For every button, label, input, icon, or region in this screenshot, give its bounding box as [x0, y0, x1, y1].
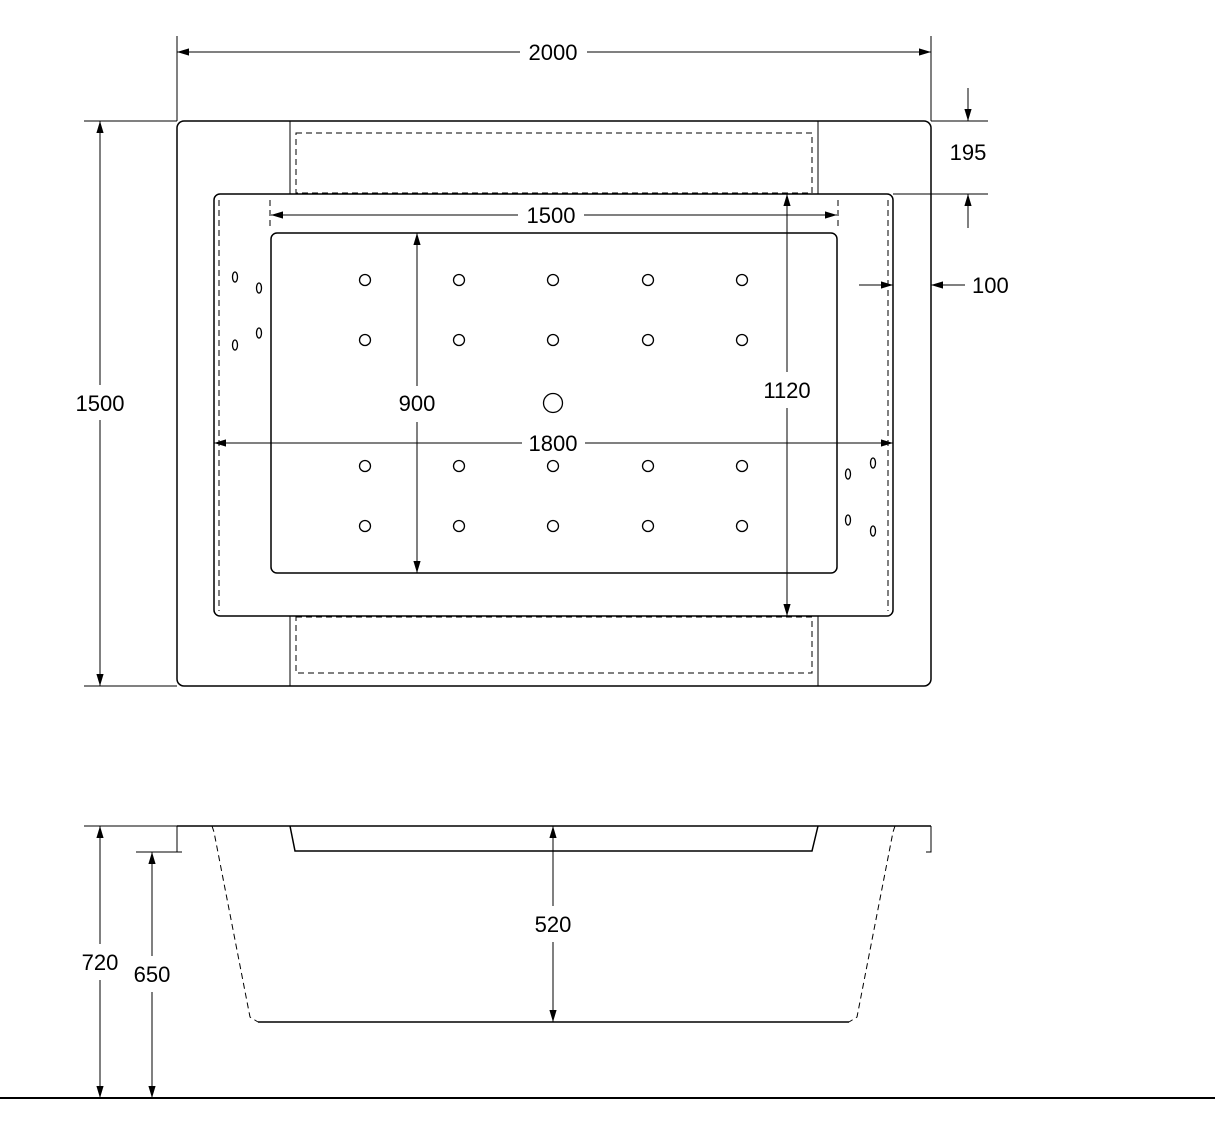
- dim-label-520: 520: [535, 912, 572, 937]
- dim-label-1500-length: 1500: [76, 391, 125, 416]
- jet: [735, 333, 749, 347]
- side-jet: [255, 282, 263, 294]
- jet: [358, 519, 372, 533]
- dim-label-720: 720: [82, 950, 119, 975]
- dim-label-900: 900: [399, 391, 436, 416]
- dim-rim-depth: 195: [893, 88, 988, 228]
- jet: [452, 459, 466, 473]
- drain: [542, 392, 564, 414]
- dim-height-rim: 650: [134, 851, 177, 1098]
- side-lip-right: [926, 826, 932, 853]
- jet: [358, 273, 372, 287]
- jet: [546, 333, 560, 347]
- jet: [546, 459, 560, 473]
- top-view: 2000 1500 195 100 1500: [76, 36, 1009, 687]
- side-wall-left-hidden: [211, 825, 259, 1023]
- side-jet: [869, 525, 877, 537]
- jet: [641, 459, 655, 473]
- dim-floor-width: 900: [399, 233, 436, 573]
- dim-wall-thickness: 100: [859, 273, 1009, 298]
- jet: [641, 333, 655, 347]
- tub-floor: [270, 232, 838, 574]
- side-jet: [231, 271, 239, 283]
- side-jet: [844, 514, 852, 526]
- dim-inner-length: 1500: [271, 203, 837, 228]
- jet: [452, 333, 466, 347]
- side-headrest: [289, 825, 819, 852]
- jet-grid: [358, 273, 749, 533]
- dim-total-height: 720: [82, 825, 177, 1098]
- jet: [641, 519, 655, 533]
- dim-label-100: 100: [972, 273, 1009, 298]
- jet: [452, 273, 466, 287]
- dim-inner-total: 1800: [214, 431, 893, 456]
- hidden-headrest-bottom: [295, 616, 813, 674]
- side-jet: [231, 339, 239, 351]
- dim-label-195: 195: [950, 140, 987, 165]
- jet: [546, 273, 560, 287]
- jet: [735, 273, 749, 287]
- dim-inner-depth: 1120: [763, 194, 811, 616]
- dim-water-depth: 520: [535, 826, 572, 1022]
- jet: [641, 273, 655, 287]
- side-jet: [255, 327, 263, 339]
- side-wall-right-hidden: [848, 825, 896, 1023]
- dim-overall-length: 1500: [76, 120, 177, 687]
- jet: [358, 333, 372, 347]
- side-jet: [869, 457, 877, 469]
- dim-label-650: 650: [134, 962, 171, 987]
- side-jet: [844, 468, 852, 480]
- jet: [358, 459, 372, 473]
- side-lip-left: [176, 826, 182, 853]
- jet: [735, 459, 749, 473]
- hidden-headrest-top: [295, 132, 813, 194]
- side-jets-left: [231, 271, 263, 351]
- dim-label-1500-inner: 1500: [527, 203, 576, 228]
- jet: [735, 519, 749, 533]
- outer-rim: [176, 120, 932, 687]
- dim-label-1120: 1120: [763, 378, 810, 403]
- side-view: 720 650 520: [0, 825, 1215, 1099]
- dim-overall-width: 2000: [176, 36, 932, 121]
- dim-label-1800: 1800: [529, 431, 578, 456]
- dim-label-2000: 2000: [529, 40, 578, 65]
- jet: [452, 519, 466, 533]
- side-jets-right: [844, 457, 877, 537]
- jet: [546, 519, 560, 533]
